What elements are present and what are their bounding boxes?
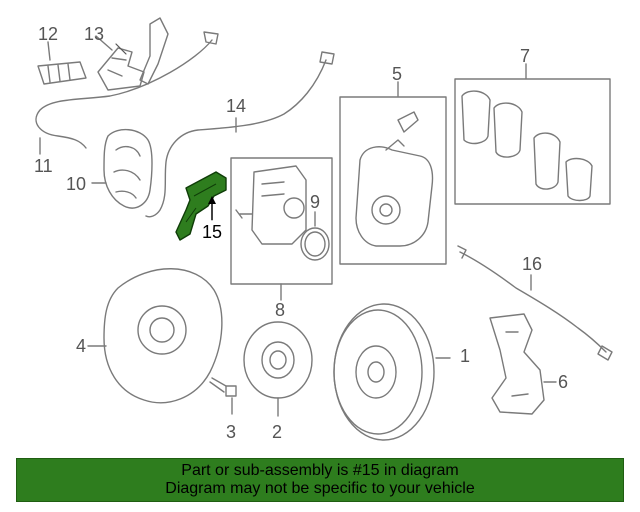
callout-11: 11 [34, 156, 53, 176]
part-7-brake-pads-box [454, 63, 611, 205]
part-4-dust-shield [87, 268, 223, 404]
part-14-wear-sensor-cable [145, 51, 335, 218]
part-3-bolt [209, 377, 237, 415]
part-6-caliper-carrier [489, 313, 557, 415]
banner-line-2: Diagram may not be specific to your vehi… [165, 480, 475, 497]
callout-15: 15 [202, 222, 222, 242]
callout-6: 6 [558, 372, 568, 392]
callout-8: 8 [275, 300, 285, 320]
part-10-caliper-bracket [91, 129, 153, 209]
callout-3: 3 [226, 422, 236, 442]
part-11-sensor-cable [35, 31, 219, 155]
part-1-brake-rotor [333, 303, 451, 441]
info-banner: Part or sub-assembly is #15 in diagram D… [16, 458, 624, 502]
part-5-caliper-box [339, 81, 447, 265]
part-2-wheel-hub [243, 321, 313, 417]
callout-1: 1 [460, 346, 470, 366]
callout-7: 7 [520, 46, 530, 66]
callout-4: 4 [76, 336, 86, 356]
callout-13: 13 [84, 24, 104, 44]
callout-12: 12 [38, 24, 58, 44]
part-9-seal-ring [300, 211, 330, 261]
banner-line-1: Part or sub-assembly is #15 in diagram [181, 462, 459, 479]
callout-9: 9 [310, 192, 320, 212]
part-16-wear-sensor [457, 245, 613, 361]
callout-16: 16 [522, 254, 542, 274]
callout-10: 10 [66, 174, 86, 194]
part-15-highlighted [175, 171, 227, 241]
part-12-wiring-clip [37, 41, 87, 85]
callout-2: 2 [272, 422, 282, 442]
callout-5: 5 [392, 64, 402, 84]
callout-14: 14 [226, 96, 246, 116]
part-8-caliper-box [230, 157, 333, 301]
